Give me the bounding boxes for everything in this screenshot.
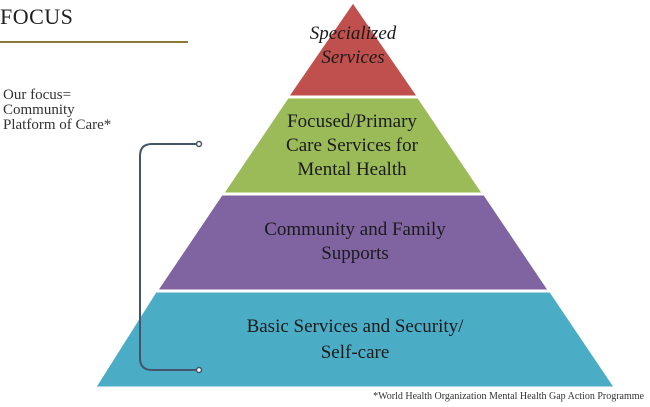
- page-title: FOCUS: [0, 4, 74, 29]
- pyramid-tier-basic: [95, 291, 615, 388]
- focus-note: Our focus= Community Platform of Care*: [3, 88, 173, 133]
- tier-label-specialized: Specialized Services: [283, 22, 423, 70]
- tier-2-line-1: Focused/Primary: [287, 111, 417, 132]
- tier-4-line-2: Self-care: [320, 342, 390, 363]
- tier-3-line-2: Supports: [321, 243, 389, 264]
- tier-1-line-2: Services: [321, 47, 385, 68]
- focus-note-line-2: Community: [3, 102, 75, 118]
- tier-label-community: Community and Family Supports: [190, 218, 520, 266]
- tier-1-line-1: Specialized: [309, 23, 397, 44]
- title-underline: [0, 41, 188, 43]
- pyramid-tier-specialized: [288, 2, 418, 97]
- pyramid-tier-community: [157, 194, 549, 291]
- bracket-end-bottom: [195, 366, 203, 374]
- tier-label-primary-care: Focused/Primary Care Services for Mental…: [232, 110, 472, 182]
- focus-note-line-3: Platform of Care*: [3, 117, 112, 133]
- focus-bracket: [139, 143, 199, 371]
- tier-3-line-1: Community and Family: [264, 219, 446, 240]
- focus-note-line-1: Our focus=: [3, 87, 72, 103]
- bracket-end-top: [195, 140, 203, 148]
- tier-label-basic: Basic Services and Security/ Self-care: [150, 314, 560, 366]
- pyramid-tier-primary-care: [223, 97, 483, 194]
- tier-2-line-3: Mental Health: [297, 159, 407, 180]
- footnote: *World Health Organization Mental Health…: [373, 391, 644, 402]
- tier-2-line-2: Care Services for: [286, 135, 418, 156]
- tier-4-line-1: Basic Services and Security/: [246, 316, 464, 337]
